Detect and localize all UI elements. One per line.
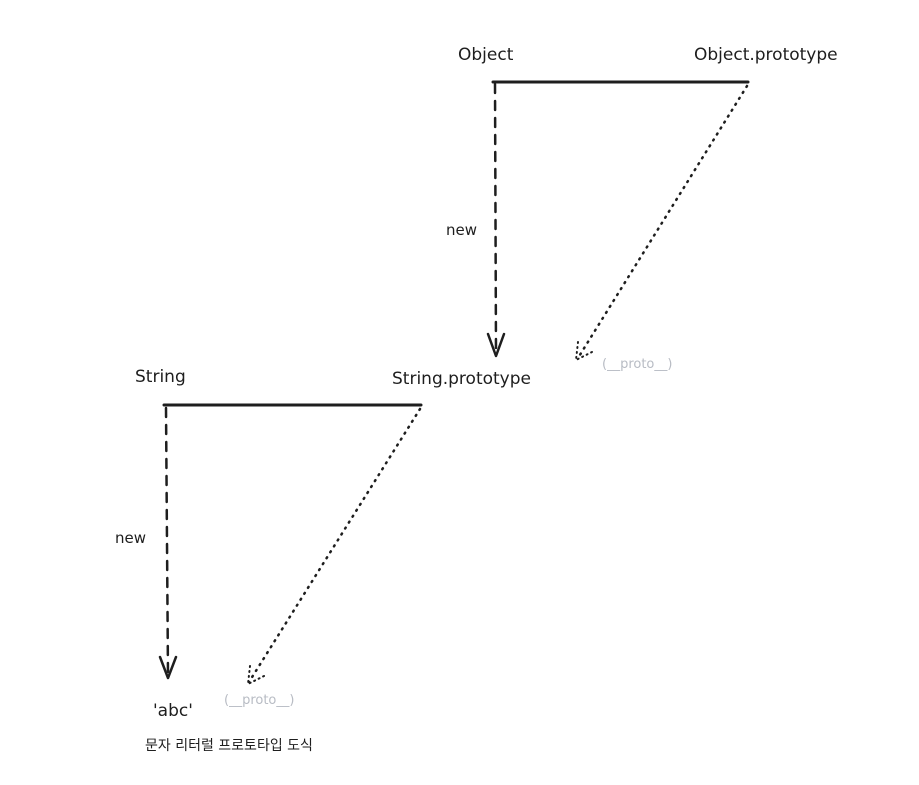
string-new-arrow-shaft: [164, 406, 170, 678]
object-label: Object: [458, 45, 514, 65]
object-proto-arrowhead: [575, 341, 593, 361]
new-label-lower: new: [115, 529, 147, 547]
abc-literal-label: 'abc': [153, 701, 193, 721]
proto-label-upper: (__proto__): [602, 357, 673, 372]
object-proto-dotted-arrow-shaft: [576, 84, 749, 360]
object-new-arrow-shaft: [493, 82, 498, 356]
proto-label-lower: (__proto__): [224, 693, 295, 708]
string-proto-arrowhead: [247, 665, 265, 685]
string-label: String: [135, 367, 186, 387]
string-new-arrowhead: [158, 655, 178, 680]
new-label-upper: new: [446, 221, 478, 239]
object-new-arrowhead: [486, 332, 506, 358]
object-prototype-label: Object.prototype: [694, 45, 838, 65]
string-prototype-label: String.prototype: [392, 369, 531, 389]
string-proto-dotted-arrow-shaft: [247, 407, 422, 684]
diagram-caption: 문자 리터럴 프로토타입 도식: [145, 738, 313, 754]
